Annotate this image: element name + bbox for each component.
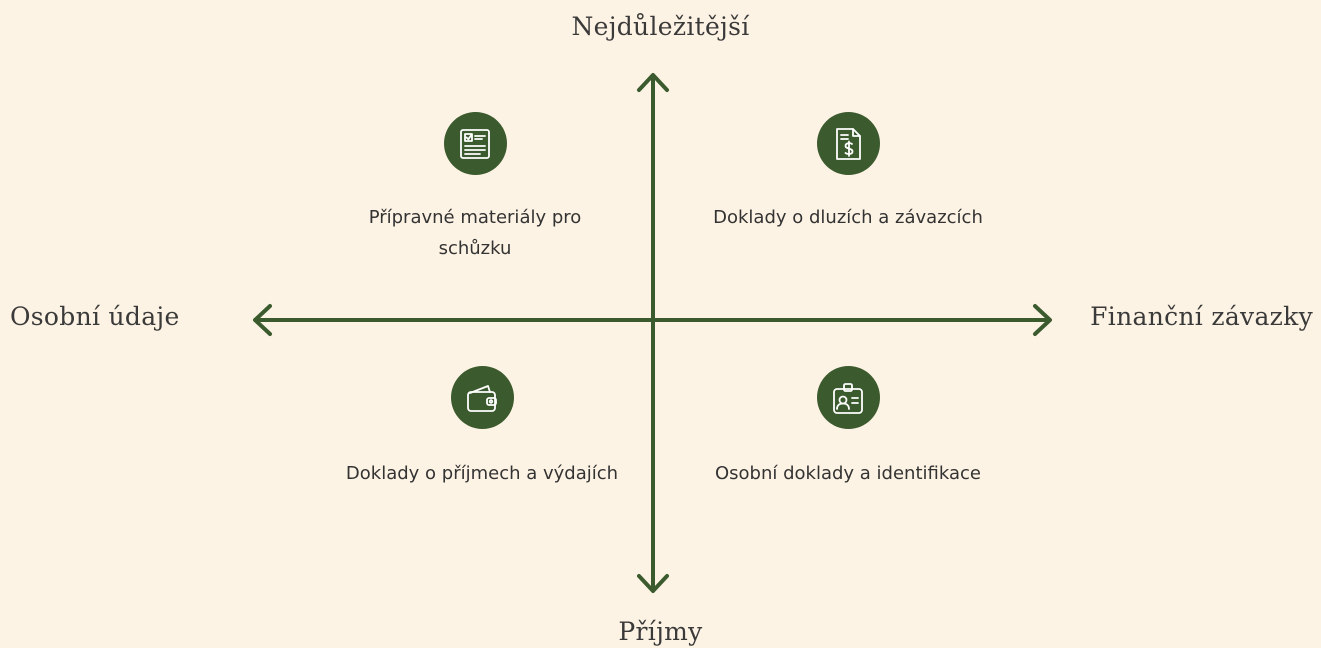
arrow-left-icon [253, 304, 272, 336]
axis-label-top: Nejdůležitější [571, 12, 750, 41]
quadrant-label: Osobní doklady a identifikace [715, 463, 981, 484]
quadrant-bottom-left: Doklady o příjmech a výdajích [342, 366, 622, 489]
wallet-icon [450, 366, 514, 429]
dollar-document-icon [816, 112, 880, 175]
checklist-document-icon [443, 112, 507, 175]
arrow-up-icon [637, 73, 669, 92]
arrow-down-icon [637, 574, 669, 593]
quadrant-top-left: Přípravné materiály pro schůzku [335, 112, 615, 264]
axis-label-bottom: Příjmy [618, 617, 703, 646]
quadrant-top-right: Doklady o dluzích a závazcích [708, 112, 988, 233]
axis-label-left: Osobní údaje [10, 302, 180, 331]
id-badge-icon [816, 366, 880, 429]
quadrant-label: Doklady o příjmech a výdajích [345, 463, 619, 484]
axis-label-right: Finanční závazky [1090, 302, 1313, 331]
quadrant-label: Přípravné materiály pro schůzku [368, 207, 582, 259]
quadrant-label: Doklady o dluzích a závazcích [713, 207, 983, 228]
arrow-right-icon [1033, 304, 1052, 336]
quadrant-bottom-right: Osobní doklady a identifikace [708, 366, 988, 489]
